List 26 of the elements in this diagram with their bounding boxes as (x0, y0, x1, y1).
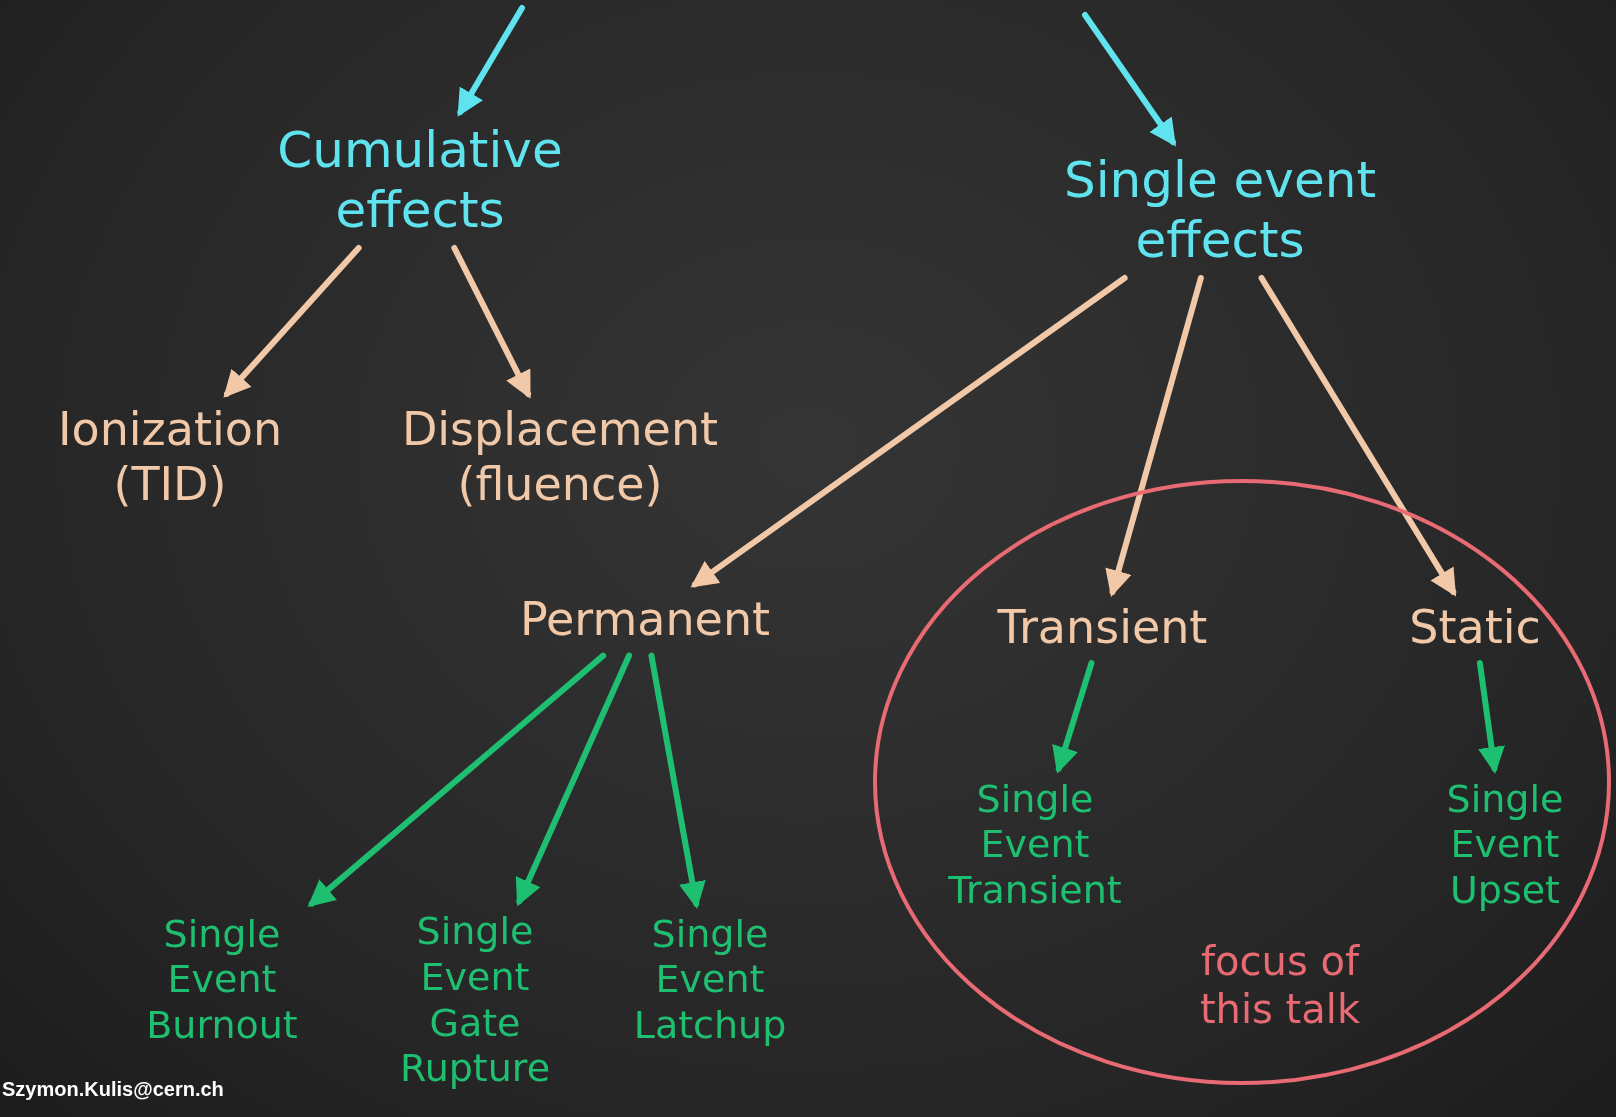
chalk-label: Single Event Transient (947, 776, 1123, 914)
chalk-label: Static (1409, 599, 1541, 656)
arrow (457, 5, 525, 117)
chalk-label: Displacement (fluence) (400, 401, 720, 513)
chalk-label: Single Event Upset (1445, 776, 1565, 914)
arrow (648, 652, 706, 909)
chalk-label: Ionization (TID) (56, 401, 284, 513)
chalk-label: Single event effects (1063, 150, 1377, 270)
arrow (223, 245, 362, 398)
chalk-label: Cumulative effects (276, 120, 564, 240)
arrow (1258, 275, 1457, 597)
arrow (1105, 275, 1204, 598)
arrow (690, 275, 1128, 588)
chalk-label: focus of this talk (1198, 937, 1362, 1034)
arrow (451, 245, 532, 399)
arrow (1082, 12, 1176, 147)
chalk-label: Single Event Burnout (145, 911, 299, 1049)
arrow (307, 652, 607, 908)
chalk-label: Single Event Latchup (632, 911, 788, 1049)
arrow (1052, 660, 1095, 774)
arrow (1476, 660, 1505, 774)
email-address: Szymon.Kulis@cern.ch (2, 1078, 224, 1101)
arrow (515, 652, 633, 907)
chalk-label: Single Event Gate Rupture (398, 909, 552, 1092)
chalk-label: Permanent (519, 592, 771, 648)
chalk-label: Transient (997, 599, 1208, 656)
